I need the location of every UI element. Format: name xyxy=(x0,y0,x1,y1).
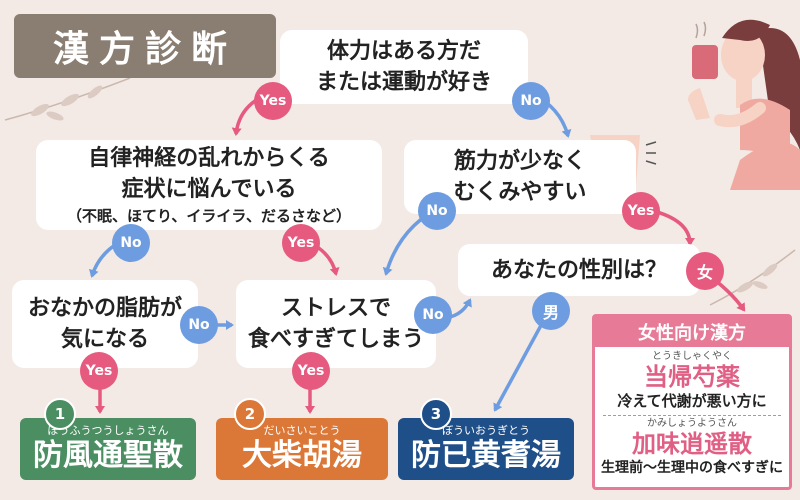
result-2-name: 大柴胡湯 xyxy=(242,438,362,473)
badge-no-q4: No xyxy=(180,306,218,344)
leaf-decoration-right xyxy=(709,249,796,306)
question-stress-eating-line1: ストレスで xyxy=(280,296,391,321)
result-3-number: 3 xyxy=(420,398,452,430)
badge-no-q5: No xyxy=(414,296,452,334)
women-kampo-item-2: かみしょうようさん 加味逍遥散 生理前～生理中の食べすぎに xyxy=(595,416,789,478)
question-muscle-line1: 筋力が少なく xyxy=(453,149,586,174)
result-1-number: 1 xyxy=(44,398,76,430)
badge-no-q2: No xyxy=(112,224,150,262)
women-kampo-divider xyxy=(603,415,781,416)
women-kampo-item-1: とうきしゃくやく 当帰芍薬 冷えて代謝が悪い方に xyxy=(595,347,789,411)
women-item-1-desc: 冷えて代謝が悪い方に xyxy=(617,392,767,410)
badge-yes-q1: Yes xyxy=(254,82,292,120)
badge-yes-q3: Yes xyxy=(622,192,660,230)
women-item-2-desc: 生理前～生理中の食べすぎに xyxy=(601,460,783,476)
badge-yes-q2: Yes xyxy=(282,224,320,262)
result-2-ruby: だいさいことう xyxy=(263,424,341,437)
question-gender-text: あなたの性別は？ xyxy=(490,257,667,283)
question-belly-fat: おなかの脂肪が 気になる xyxy=(12,280,198,368)
question-stress-eating-line2: 食べすぎてしまう xyxy=(247,327,424,352)
question-stamina-line2: または運動が好き xyxy=(315,70,492,95)
women-item-1-name: 当帰芍薬 xyxy=(644,363,740,391)
women-item-1-ruby: とうきしゃくやく xyxy=(652,351,732,362)
result-boiogito: ぼういおうぎとう 防已黄耆湯 xyxy=(398,418,574,480)
question-muscle-line2: むくみやすい xyxy=(453,180,587,205)
badge-yes-q4: Yes xyxy=(80,352,118,390)
women-item-2-ruby: かみしょうようさん xyxy=(647,418,737,429)
question-belly-fat-line2: 気になる xyxy=(60,327,149,352)
badge-no-q3: No xyxy=(418,192,456,230)
result-1-name: 防風通聖散 xyxy=(33,438,183,473)
women-kampo-panel: 女性向け漢方 とうきしゃくやく 当帰芍薬 冷えて代謝が悪い方に かみしょうようさ… xyxy=(592,314,792,490)
arrow-q6-male xyxy=(493,317,547,412)
question-belly-fat-line1: おなかの脂肪が xyxy=(27,296,182,321)
question-stamina-line1: 体力はある方だ xyxy=(326,39,481,64)
badge-male: 男 xyxy=(532,292,570,330)
women-kampo-header: 女性向け漢方 xyxy=(595,317,789,347)
badge-female: 女 xyxy=(686,252,724,290)
result-1-ruby: ぼうふうつうしょうさん xyxy=(47,424,169,437)
question-autonomic-line1: 自律神経の乱れからくる xyxy=(88,146,330,171)
result-2-number: 2 xyxy=(234,398,266,430)
question-stamina: 体力はある方だ または運動が好き xyxy=(280,30,528,104)
question-stress-eating: ストレスで 食べすぎてしまう xyxy=(236,280,436,368)
page-title: 漢方診断 xyxy=(14,14,276,78)
badge-yes-q5: Yes xyxy=(292,352,330,390)
question-autonomic-examples: （不眠、ほてり、イライラ、だるさなど） xyxy=(66,207,352,225)
women-item-2-name: 加味逍遥散 xyxy=(632,430,752,458)
badge-no-q1: No xyxy=(512,82,550,120)
result-3-name: 防已黄耆湯 xyxy=(411,438,561,473)
result-3-ruby: ぼういおうぎとう xyxy=(442,424,530,437)
woman-drinking-tea-illustration xyxy=(688,19,800,190)
result-bofutsushosan: ぼうふうつうしょうさん 防風通聖散 xyxy=(20,418,196,480)
question-gender: あなたの性別は？ xyxy=(458,244,700,296)
question-autonomic-line2: 症状に悩んでいる xyxy=(121,177,297,202)
question-autonomic: 自律神経の乱れからくる 症状に悩んでいる （不眠、ほてり、イライラ、だるさなど） xyxy=(36,140,382,230)
leaf-decoration xyxy=(4,77,131,121)
